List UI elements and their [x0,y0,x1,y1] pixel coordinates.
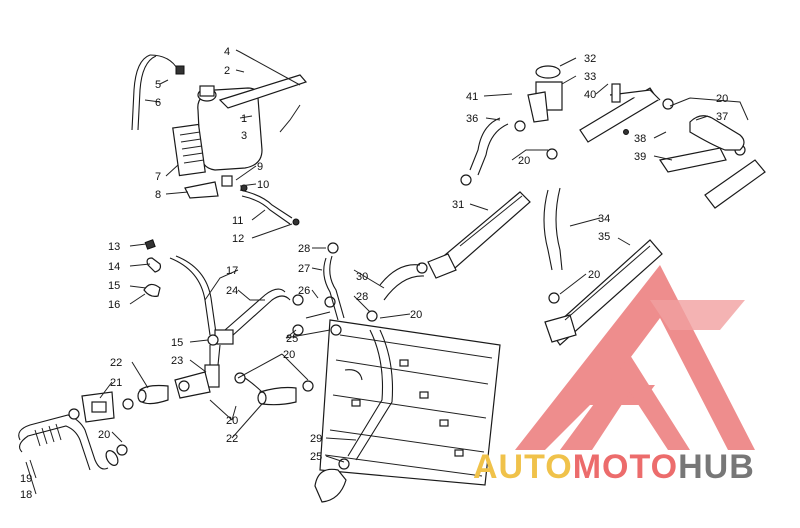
callout-25a: 25 [286,333,298,345]
callout-40: 40 [584,89,596,101]
callout-22a: 22 [110,357,122,369]
callout-20g: 20 [716,93,728,105]
callout-20a: 20 [98,429,110,441]
callout-17: 17 [226,265,238,277]
callout-22b: 22 [226,433,238,445]
callout-28a: 28 [298,243,310,255]
brand-word-auto: AUTO [473,448,573,486]
engine-block [319,319,501,486]
brand-word-hub: HUB [678,448,755,486]
callout-8: 8 [155,189,161,201]
callout-7: 7 [155,171,161,183]
callout-15b: 15 [171,337,183,349]
callout-20e: 20 [518,155,530,167]
callout-20d: 20 [410,309,422,321]
callout-41: 41 [466,91,478,103]
callout-21: 21 [110,377,122,389]
callout-14: 14 [108,261,120,273]
callout-32: 32 [584,53,596,65]
callout-37: 37 [716,111,728,123]
brand-word-moto: MOTO [573,448,678,486]
callout-20b: 20 [226,415,238,427]
callout-25b: 25 [310,451,322,463]
callout-35: 35 [598,231,610,243]
watermark-logo [515,265,755,450]
brand-text: AUTOMOTOHUB [473,448,755,486]
svg-text:AUTOMOTOHUB: AUTOMOTOHUB [473,448,755,486]
callout-38: 38 [634,133,646,145]
heat-exchanger-upper [579,83,766,209]
center-hoses [305,255,425,503]
callout-19: 19 [20,473,32,485]
leader-lines [25,49,749,495]
callout-1: 1 [241,113,247,125]
callout-30: 30 [356,271,368,283]
callout-26: 26 [298,285,310,297]
callout-5: 5 [155,79,161,91]
callout-16: 16 [108,299,120,311]
callout-39: 39 [634,151,646,163]
callout-10: 10 [257,179,269,191]
callout-3: 3 [241,130,247,142]
thermostat-housing [469,65,563,176]
left-hose-assembly [18,239,297,471]
callout-28b: 28 [356,291,368,303]
callout-18: 18 [20,489,32,501]
callout-2: 2 [224,65,230,77]
callout-9: 9 [257,161,263,173]
callout-6: 6 [155,97,161,109]
callout-31: 31 [452,199,464,211]
callout-20c: 20 [283,349,295,361]
callout-15a: 15 [108,280,120,292]
callout-33: 33 [584,71,596,83]
callout-36: 36 [466,113,478,125]
callout-29: 29 [310,433,322,445]
callout-23: 23 [171,355,183,367]
callout-20f: 20 [588,269,600,281]
callout-12: 12 [232,233,244,245]
callout-24: 24 [226,285,238,297]
callout-34: 34 [598,213,610,225]
coolant-reservoir [131,54,308,226]
callout-11: 11 [232,215,243,227]
callout-13: 13 [108,241,120,253]
callout-27: 27 [298,263,310,275]
radiator-right [543,187,663,346]
callout-labels: 1 2 3 4 5 6 7 8 9 10 11 12 13 14 15 16 1… [20,46,728,501]
callout-4: 4 [224,46,230,58]
radiator-left [427,191,531,279]
